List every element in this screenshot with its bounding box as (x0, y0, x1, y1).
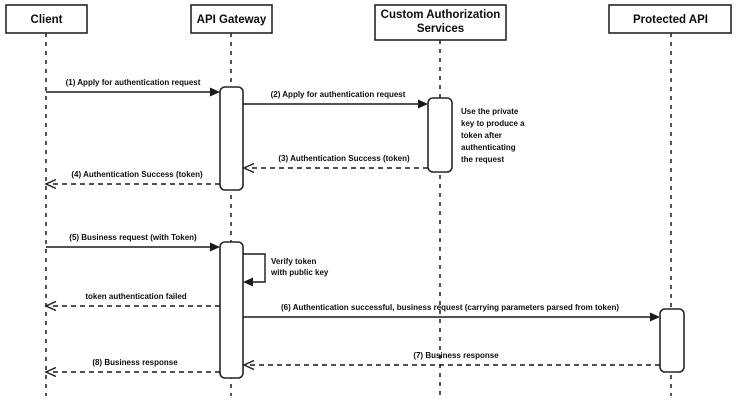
participant-box-api-gateway[interactable] (190, 4, 273, 34)
participant-label-custom-auth-line1: Custom Authorization (381, 9, 501, 21)
activation-bar-protected-api (659, 308, 685, 373)
participant-label-protected-api: Protected API (633, 14, 708, 26)
message-7-arrowhead (242, 359, 255, 371)
note-private-key-line-5: the request (461, 155, 504, 164)
message-token-auth-failed-label: token authentication failed (85, 292, 186, 301)
note-private-key-line-3: token after (461, 131, 502, 140)
activation-bar-gateway-business (219, 241, 244, 379)
message-1-arrowhead (210, 87, 220, 97)
note-private-key-line-1: Use the private (461, 107, 519, 116)
message-8[interactable]: (8) Business response (44, 358, 220, 378)
participant-client[interactable]: Client (5, 4, 88, 34)
activation-bars (219, 86, 685, 379)
message-4-label: (4) Authentication Success (token) (71, 170, 203, 179)
note-private-key-line-4: authenticating (461, 143, 516, 152)
note-private-key: Use the private key to produce a token a… (461, 107, 525, 164)
participant-label-api-gateway: API Gateway (197, 14, 267, 26)
message-8-arrowhead (44, 366, 57, 378)
message-3[interactable]: (3) Authentication Success (token) (242, 154, 428, 174)
activation-bar-custom-auth (427, 97, 453, 173)
self-message-verify-token[interactable]: Verify token with public key (243, 253, 329, 287)
participant-box-protected-api[interactable] (608, 4, 732, 34)
note-private-key-line-2: key to produce a (461, 119, 525, 128)
message-2-arrowhead (418, 99, 428, 109)
self-message-verify-token-label-line1: Verify token (271, 257, 316, 266)
message-1-label: (1) Apply for authentication request (66, 78, 201, 87)
message-6-label: (6) Authentication successful, business … (281, 303, 619, 312)
message-5[interactable]: (5) Business request (with Token) (46, 233, 220, 252)
participant-api-gateway[interactable]: API Gateway (190, 4, 273, 34)
message-6-arrowhead (650, 312, 660, 322)
message-3-arrowhead (242, 162, 255, 174)
self-message-verify-token-arrowhead (243, 277, 253, 287)
lifeline-lines (45, 33, 672, 396)
participant-protected-api[interactable]: Protected API (608, 4, 732, 34)
message-7[interactable]: (7) Business response (242, 351, 660, 371)
message-8-label: (8) Business response (92, 358, 178, 367)
participant-label-client: Client (31, 14, 63, 26)
participant-label-custom-auth-line2: Services (417, 23, 464, 35)
activation-bar-gateway-auth (219, 86, 244, 191)
message-token-auth-failed[interactable]: token authentication failed (44, 292, 220, 312)
participant-box-client[interactable] (5, 4, 88, 34)
participant-box-custom-auth[interactable] (374, 4, 507, 41)
message-token-auth-failed-arrowhead (44, 300, 57, 312)
message-5-label: (5) Business request (with Token) (69, 233, 197, 242)
message-4-arrowhead (44, 178, 57, 190)
message-6[interactable]: (6) Authentication successful, business … (243, 303, 660, 322)
message-3-label: (3) Authentication Success (token) (278, 154, 410, 163)
message-7-label: (7) Business response (413, 351, 499, 360)
message-4[interactable]: (4) Authentication Success (token) (44, 170, 220, 190)
self-message-verify-token-label-line2: with public key (270, 268, 329, 277)
message-5-arrowhead (210, 242, 220, 252)
message-1[interactable]: (1) Apply for authentication request (46, 78, 220, 97)
message-2-label: (2) Apply for authentication request (271, 90, 406, 99)
self-message-verify-token-path (243, 253, 266, 283)
message-2[interactable]: (2) Apply for authentication request (243, 90, 428, 109)
participant-custom-auth[interactable]: Custom Authorization Services (374, 4, 507, 41)
